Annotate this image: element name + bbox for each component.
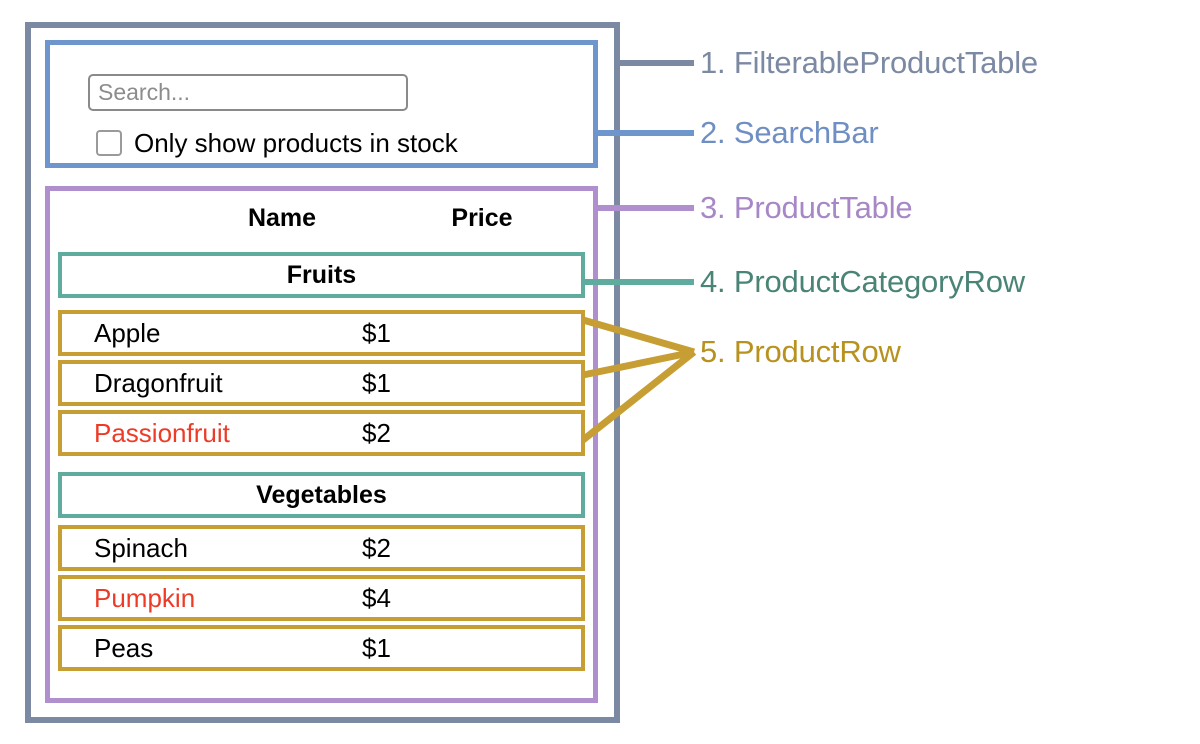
- product-row: Pumpkin $4: [58, 575, 585, 621]
- product-name: Peas: [94, 632, 154, 663]
- product-row: Apple $1: [58, 310, 585, 356]
- in-stock-filter-label: Only show products in stock: [134, 127, 458, 158]
- table-header-row: Name Price: [58, 196, 585, 240]
- product-price: $2: [362, 417, 391, 448]
- in-stock-filter-row[interactable]: Only show products in stock: [96, 126, 458, 160]
- product-category-row: Fruits: [58, 252, 585, 298]
- annotation-number-3: 3.: [700, 190, 726, 225]
- checkbox-icon[interactable]: [96, 130, 122, 156]
- product-row: Dragonfruit $1: [58, 360, 585, 406]
- annotation-name-4: ProductCategoryRow: [733, 264, 1025, 299]
- category-label: Vegetables: [256, 480, 387, 509]
- product-category-row: Vegetables: [58, 472, 585, 518]
- annotation-label-2: 2. SearchBar: [700, 115, 879, 151]
- product-price: $1: [362, 317, 391, 348]
- product-name: Pumpkin: [94, 582, 196, 613]
- product-price: $1: [362, 367, 391, 398]
- annotation-number-1: 1.: [700, 45, 726, 80]
- annotation-name-2: SearchBar: [733, 115, 879, 150]
- product-name: Apple: [94, 317, 161, 348]
- search-input-placeholder: Search...: [98, 79, 191, 105]
- annotation-name-3: ProductTable: [733, 190, 913, 225]
- annotation-name-5: ProductRow: [733, 334, 901, 369]
- annotation-number-4: 4.: [700, 264, 726, 299]
- category-label: Fruits: [286, 260, 357, 289]
- column-header-price: Price: [451, 203, 513, 232]
- column-header-name: Name: [247, 203, 317, 232]
- annotation-number-5: 5.: [700, 334, 726, 369]
- search-input[interactable]: Search...: [88, 74, 408, 111]
- annotation-label-4: 4. ProductCategoryRow: [700, 264, 1025, 300]
- product-name: Spinach: [94, 532, 188, 563]
- product-row: Spinach $2: [58, 525, 585, 571]
- product-row: Passionfruit $2: [58, 410, 585, 456]
- product-name: Passionfruit: [94, 417, 230, 448]
- product-price: $2: [362, 532, 391, 563]
- annotation-label-3: 3. ProductTable: [700, 190, 913, 226]
- product-price: $4: [362, 582, 391, 613]
- product-price: $1: [362, 632, 391, 663]
- product-name: Dragonfruit: [94, 367, 223, 398]
- annotation-label-5: 5. ProductRow: [700, 334, 901, 370]
- annotation-name-1: FilterableProductTable: [733, 45, 1038, 80]
- product-row: Peas $1: [58, 625, 585, 671]
- annotation-number-2: 2.: [700, 115, 726, 150]
- annotation-label-1: 1. FilterableProductTable: [700, 45, 1038, 81]
